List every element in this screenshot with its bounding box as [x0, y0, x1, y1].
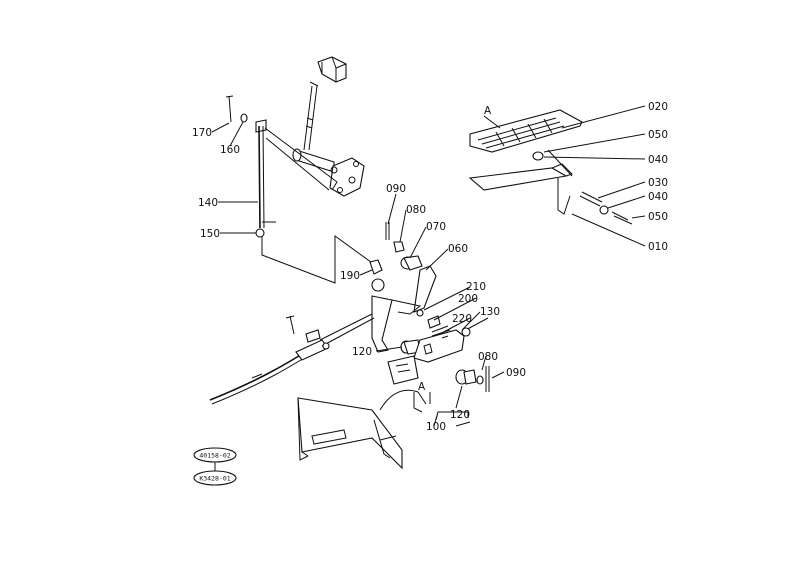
callout-030: 030 [648, 177, 668, 189]
callout-220: 220 [452, 313, 472, 325]
callout-060: 060 [448, 243, 468, 255]
mount-bracket-100 [413, 329, 465, 363]
callout-130: 130 [480, 306, 500, 318]
callout-090b: 090 [506, 367, 526, 379]
callout-120b: 120 [450, 409, 470, 421]
washer-160 [240, 113, 248, 123]
callout-040a: 040 [648, 154, 668, 166]
code-top: 40158-02 [199, 452, 230, 460]
callout-170: 170 [192, 127, 212, 139]
callout-050a: 050 [648, 129, 668, 141]
spring-050 [611, 211, 633, 225]
lever-rod [303, 81, 319, 151]
callout-190: 190 [340, 270, 360, 282]
callout-160: 160 [220, 144, 240, 156]
callout-040b: 040 [648, 191, 668, 203]
callout-050b: 050 [648, 211, 668, 223]
throttle-cable [209, 313, 375, 405]
callout-080a: 080 [406, 204, 426, 216]
callout-labels: 020 050 040 030 040 050 010 170 160 140 … [192, 101, 668, 433]
linkage-assembly [369, 222, 490, 392]
callout-100: 100 [426, 421, 446, 433]
callout-200: 200 [458, 293, 478, 305]
pedal-pad-020 [469, 109, 583, 153]
lever-bracket [329, 157, 365, 197]
callout-080b: 080 [478, 351, 498, 363]
pedal-arm-010 [468, 167, 568, 191]
callout-210: 210 [466, 281, 486, 293]
callout-020: 020 [648, 101, 668, 113]
floor-bracket [297, 389, 427, 470]
marker-a-link: A [418, 381, 426, 393]
code-bottom: K3428-01 [199, 475, 230, 483]
callout-010: 010 [648, 241, 668, 253]
callout-070: 070 [426, 221, 446, 233]
marker-a-pedal: A [484, 105, 492, 117]
callout-140: 140 [198, 197, 218, 209]
leader-lines [211, 105, 646, 427]
throttle-lever-assembly [292, 56, 365, 197]
nut-150 [255, 228, 265, 238]
accelerator-pedal [468, 109, 633, 225]
reference-codes: 40158-02 K3428-01 [193, 447, 237, 486]
callout-150: 150 [200, 228, 220, 240]
callout-120a: 120 [352, 346, 372, 358]
throttle-rod-140 [225, 95, 376, 284]
callout-090a: 090 [386, 183, 406, 195]
bolt-170 [225, 95, 234, 123]
